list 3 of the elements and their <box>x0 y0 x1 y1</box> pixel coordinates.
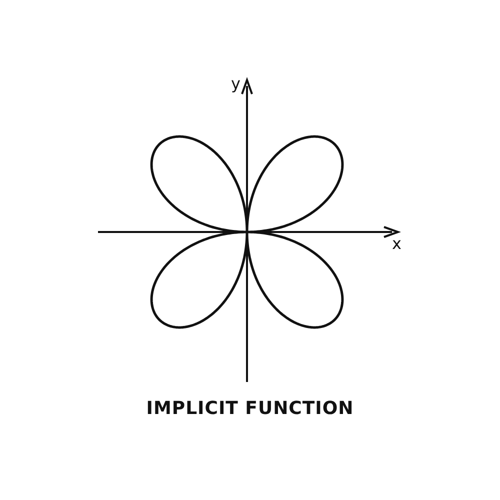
axis-label: x <box>392 236 402 252</box>
caption: IMPLICIT FUNCTION <box>145 398 355 419</box>
axis-label: y <box>231 76 240 92</box>
